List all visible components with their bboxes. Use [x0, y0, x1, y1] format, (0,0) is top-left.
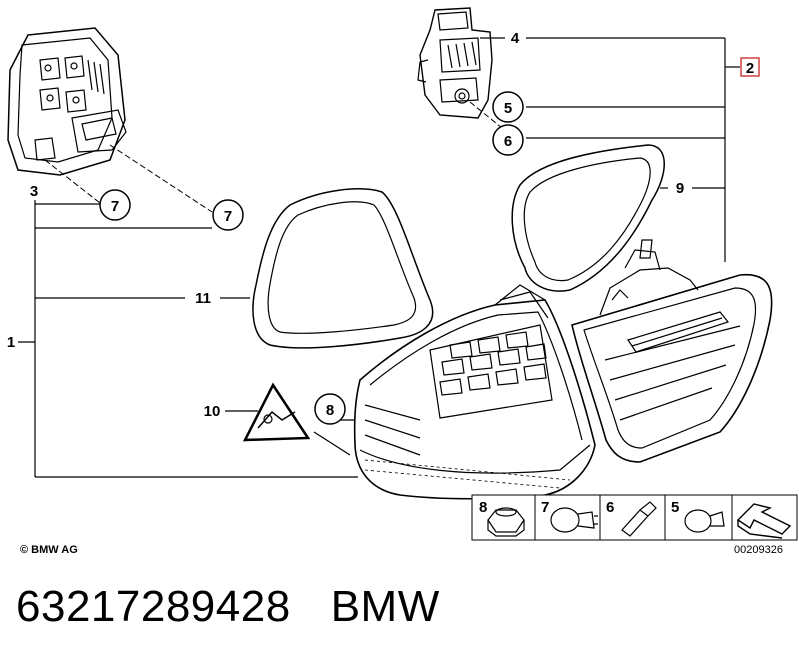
brand-name: BMW — [330, 582, 440, 631]
callout-3: 3 — [30, 183, 38, 200]
callout-2: 2 — [746, 60, 754, 77]
caption: 63217289428 BMW — [16, 582, 480, 632]
callout-5: 5 — [504, 100, 512, 117]
legend-label-6: 6 — [606, 499, 614, 516]
gasket-part-11 — [252, 188, 434, 349]
legend-label-8: 8 — [479, 499, 487, 516]
legend-label-7: 7 — [541, 499, 549, 516]
hex-nut-icon — [487, 507, 525, 537]
callout-4: 4 — [511, 30, 520, 47]
parts-legend: 8 7 6 5 — [471, 494, 798, 541]
gasket-part-9 — [511, 144, 665, 292]
diagram-number: 00209326 — [734, 544, 783, 556]
callout-11: 11 — [195, 290, 211, 307]
callout-6: 6 — [504, 133, 512, 150]
bulb-small-icon — [621, 501, 657, 537]
callout-10: 10 — [204, 403, 221, 420]
warning-label-part-10 — [242, 382, 311, 442]
callout-7b: 7 — [224, 208, 232, 225]
copyright-text: © BMW AG — [20, 544, 78, 556]
callout-8: 8 — [326, 402, 334, 419]
tail-light-outer-part-1 — [353, 284, 596, 500]
callout-7a: 7 — [111, 198, 119, 215]
bulb-holder-part-3 — [7, 27, 127, 176]
part-number: 63217289428 — [16, 582, 291, 631]
legend-label-5: 5 — [671, 499, 679, 516]
callout-1: 1 — [7, 334, 15, 351]
bulb-carrier-part-4 — [417, 7, 493, 119]
arrow-pointer-icon — [736, 503, 792, 539]
highlight-box — [740, 57, 760, 77]
callout-9: 9 — [676, 180, 684, 197]
wedge-bulb-icon — [684, 509, 725, 533]
bulb-icon — [550, 507, 598, 533]
tail-light-inner-part-2 — [571, 239, 773, 463]
